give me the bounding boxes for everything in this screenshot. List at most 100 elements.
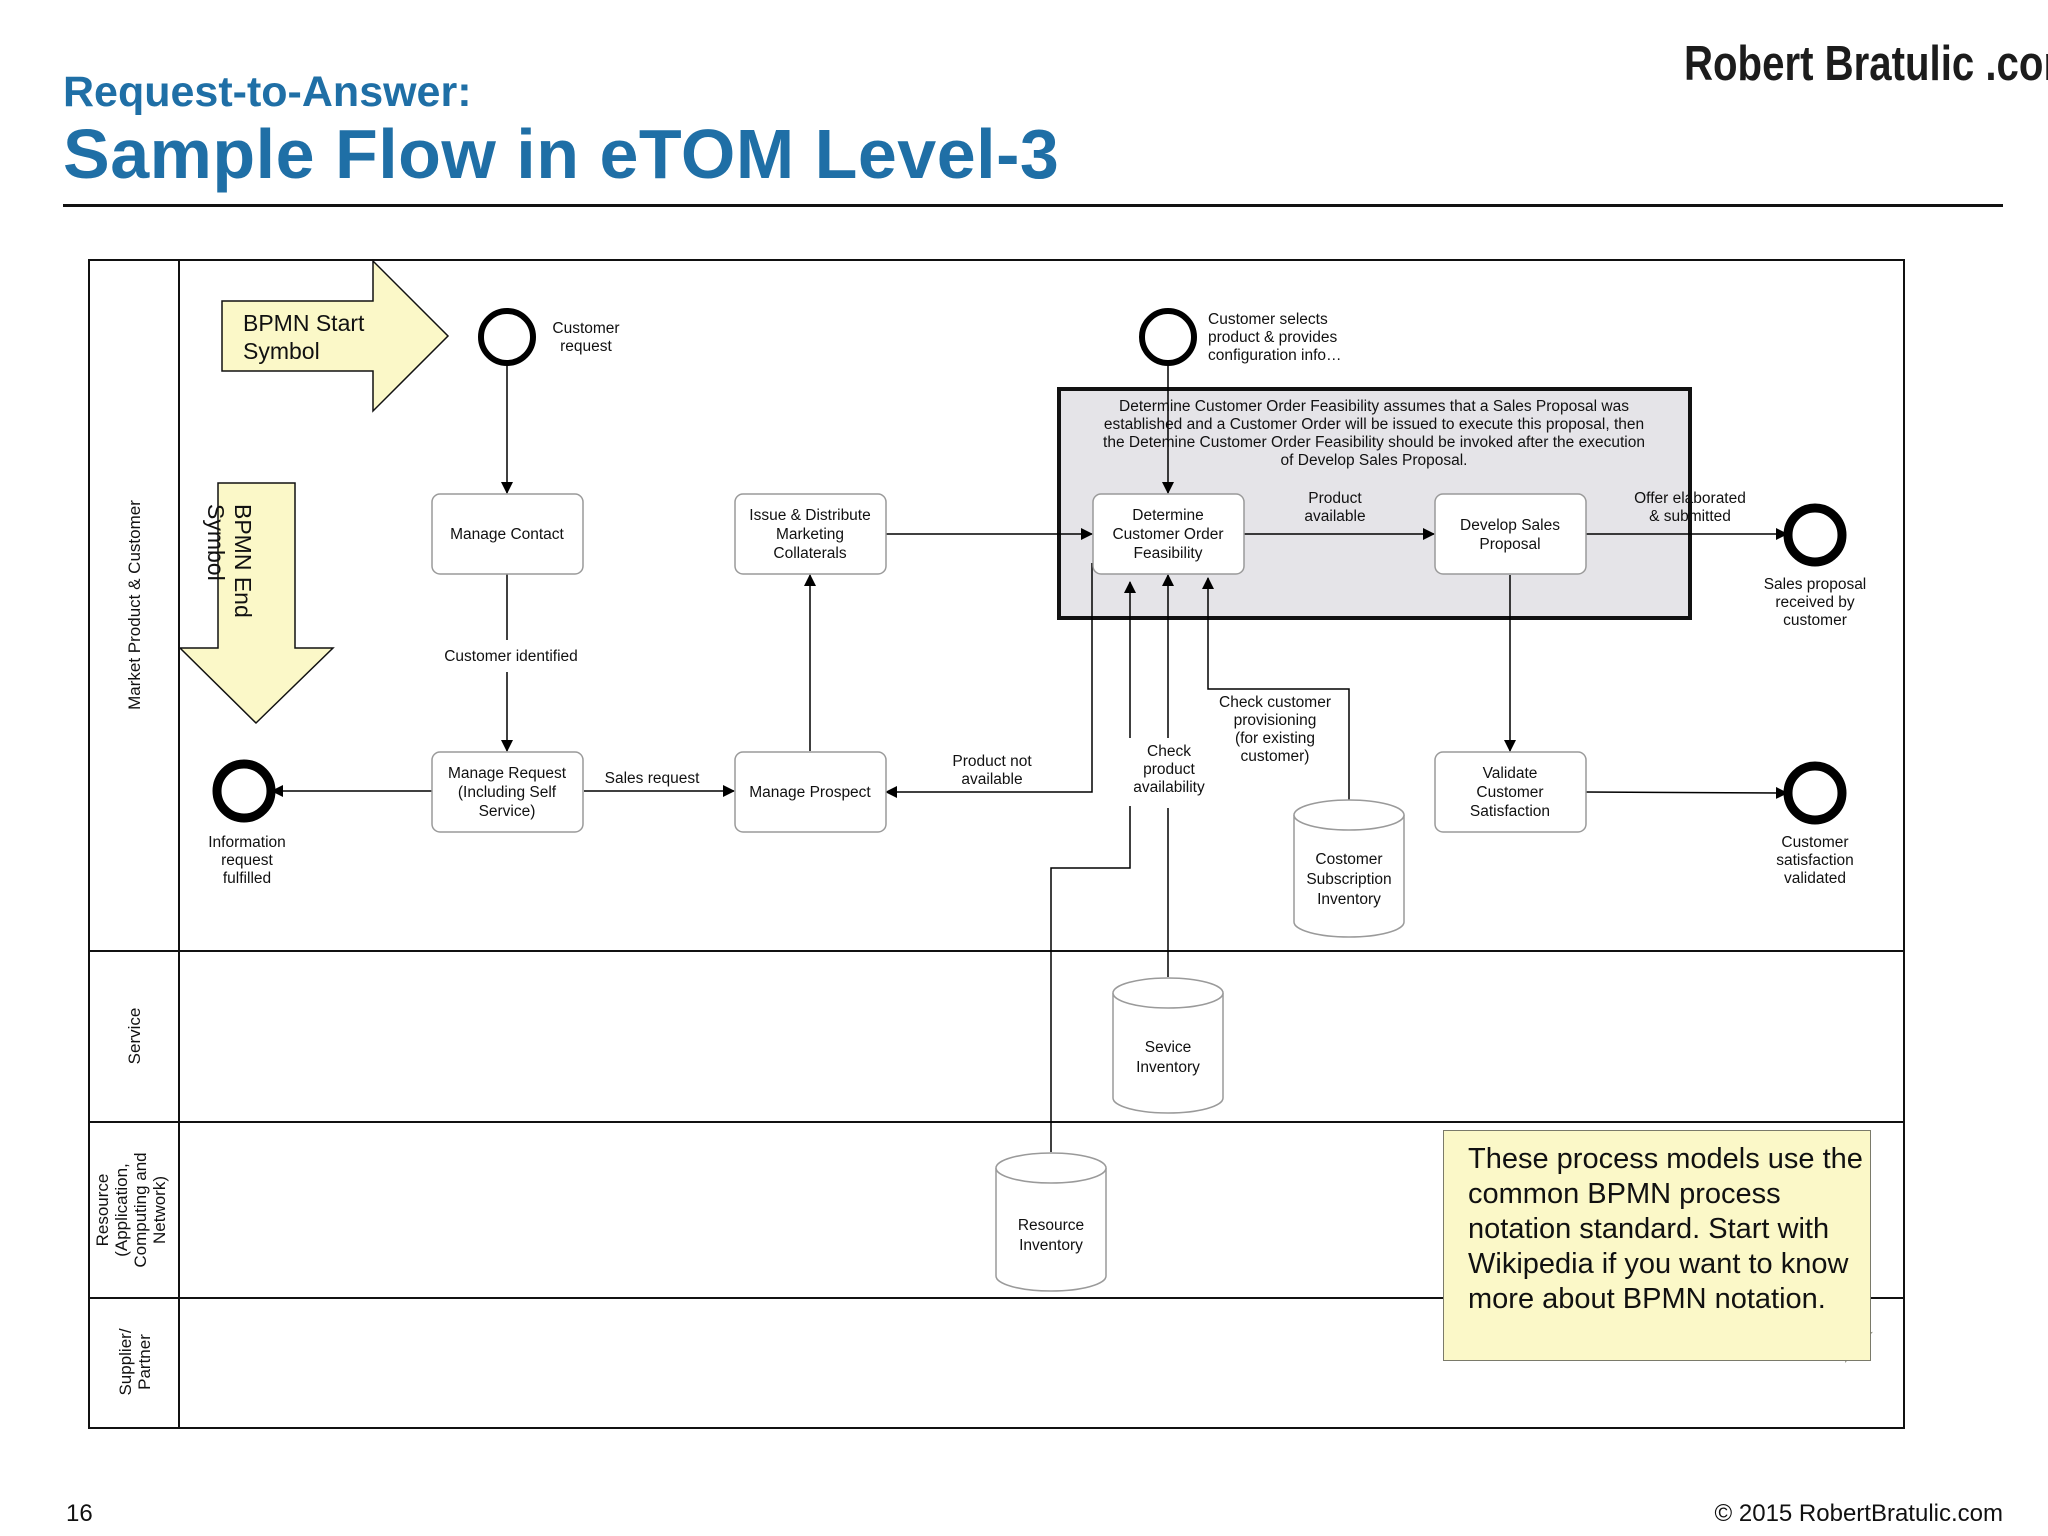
process-determine-feasibility[interactable]: Determine Customer Order Feasibility	[1092, 493, 1245, 575]
label-line: Customer	[1781, 834, 1848, 851]
datastore-label: Inventory	[1136, 1059, 1200, 1076]
process-label: Manage Contact	[450, 526, 564, 543]
process-label: Customer	[1476, 784, 1543, 801]
end-symbol-callout: BPMN End Symbol	[178, 482, 335, 725]
datastore-resource-inventory[interactable]: Resource Inventory	[995, 1152, 1107, 1292]
lane-label-resource: Resource (Application, Computing and Net…	[93, 1152, 169, 1267]
event-label-satisfaction-validated: Customer satisfaction validated	[1776, 834, 1854, 887]
label-line: Information	[208, 834, 286, 851]
process-label: Manage Prospect	[749, 784, 871, 801]
datastore-label: Subscription	[1306, 871, 1391, 888]
event-label-sales-proposal: Sales proposal received by customer	[1764, 576, 1867, 629]
lane-label-line: Partner	[135, 1334, 154, 1390]
process-manage-prospect[interactable]: Manage Prospect	[734, 751, 887, 833]
start-event-customer-selects	[1139, 308, 1197, 366]
end-event-information-fulfilled	[212, 759, 276, 823]
process-label: Service)	[479, 803, 536, 820]
datastore-label: Inventory	[1019, 1237, 1083, 1254]
process-label: Validate	[1483, 765, 1538, 782]
process-develop-sales-proposal[interactable]: Develop Sales Proposal	[1434, 493, 1587, 575]
label-line: customer	[1783, 612, 1847, 629]
lane-label-line: (Application,	[112, 1163, 131, 1257]
flow-label-offer-elaborated: Offer elaborated & submitted	[1634, 490, 1746, 525]
label-line: available	[961, 771, 1022, 788]
event-label-customer-selects: Customer selects product & provides conf…	[1208, 311, 1342, 364]
title-divider	[63, 204, 2003, 207]
datastore-label: Costomer	[1315, 851, 1382, 868]
label-line: request	[560, 338, 612, 355]
process-label: Customer Order	[1112, 526, 1223, 543]
label-line: & submitted	[1649, 508, 1731, 525]
process-validate-satisfaction[interactable]: Validate Customer Satisfaction	[1434, 751, 1587, 833]
process-manage-contact[interactable]: Manage Contact	[431, 493, 584, 575]
event-label-information-fulfilled: Information request fulfilled	[208, 834, 286, 887]
subtitle: Request-to-Answer:	[63, 68, 472, 116]
lane-label-line: Computing and	[131, 1152, 150, 1267]
datastore-customer-subscription[interactable]: Costomer Subscription Inventory	[1293, 799, 1405, 938]
label-line: Product not	[952, 753, 1032, 770]
page-number: 16	[66, 1500, 93, 1527]
callout-text: Symbol	[243, 338, 320, 364]
annotation-line: Determine Customer Order Feasibility ass…	[1119, 398, 1629, 415]
end-event-satisfaction-validated	[1783, 761, 1847, 825]
label-line: request	[221, 852, 273, 869]
process-label: Manage Request	[448, 765, 567, 782]
label-line: satisfaction	[1776, 852, 1854, 869]
datastore-label: Sevice	[1145, 1039, 1192, 1056]
process-label: Collaterals	[773, 545, 846, 562]
lane-label-line: Service	[125, 1008, 144, 1065]
flow-subscription-to-determine	[1202, 577, 1350, 800]
flow-validate-to-end	[1584, 786, 1788, 799]
process-label: Determine	[1132, 507, 1204, 524]
bpmn-note	[1443, 1130, 1871, 1361]
process-manage-request[interactable]: Manage Request (Including Self Service)	[431, 751, 584, 833]
pool	[88, 259, 1905, 1429]
flow-label-check-customer-provisioning: Check customer provisioning (for existin…	[1219, 694, 1331, 765]
label-line: (for existing	[1235, 730, 1315, 747]
brand-logo: Robert Bratulic .com	[1684, 37, 2048, 91]
flow-resource-to-determine	[1050, 581, 1136, 1152]
process-label: Develop Sales	[1460, 517, 1560, 534]
flow-determine-to-prospect	[885, 563, 1093, 798]
flow-label-product-available: Product available	[1304, 490, 1365, 525]
label-line: product	[1143, 761, 1195, 778]
end-event-sales-proposal	[1783, 503, 1847, 567]
callout-text: Symbol	[203, 504, 229, 581]
flow-label-customer-identified: Customer identified	[437, 643, 585, 669]
lane-label-line: Resource	[93, 1174, 112, 1247]
lane-label-line: Network)	[150, 1176, 169, 1244]
annotation-line: of Develop Sales Proposal.	[1281, 452, 1468, 469]
label-line: provisioning	[1234, 712, 1317, 729]
flow-label-sales-request: Sales request	[605, 770, 700, 787]
label-line: configuration info…	[1208, 347, 1342, 364]
start-event-customer-request	[478, 308, 536, 366]
datastore-service-inventory[interactable]: Sevice Inventory	[1112, 977, 1224, 1114]
lane-label-service: Service	[125, 1008, 144, 1065]
event-label-customer-request: Customer request	[552, 320, 619, 355]
label-line: customer)	[1241, 748, 1310, 765]
callout-text: BPMN Start	[243, 310, 365, 336]
bpmn-note-text: These process models use the common BPMN…	[1468, 1143, 1863, 1315]
lane-label-market: Market Product & Customer	[125, 500, 144, 710]
label-line: validated	[1784, 870, 1846, 887]
process-issue-distribute[interactable]: Issue & Distribute Marketing Collaterals	[734, 493, 887, 575]
page-title: Sample Flow in eTOM Level-3	[63, 115, 1060, 193]
label-line: availability	[1133, 779, 1205, 796]
datastore-label: Inventory	[1317, 891, 1381, 908]
label-line: Product	[1308, 490, 1362, 507]
lane-label-line: Market Product & Customer	[125, 500, 144, 710]
copyright: © 2015 RobertBratulic.com	[1714, 1500, 2003, 1527]
lane-label-line: Supplier/	[116, 1328, 135, 1395]
label-line: Sales proposal	[1764, 576, 1867, 593]
label-line: available	[1304, 508, 1365, 525]
flow-label-check-product-availability: Check product availability	[1128, 738, 1210, 806]
label-line: product & provides	[1208, 329, 1337, 346]
process-label: Issue & Distribute	[749, 507, 870, 524]
sequence-flows	[271, 362, 1788, 1152]
label-line: fulfilled	[223, 870, 271, 887]
label-line: Customer	[552, 320, 619, 337]
flow-label-product-not-available: Product not available	[952, 753, 1032, 788]
label-line: Customer identified	[444, 648, 578, 665]
annotation-line: established and a Customer Order will be…	[1104, 416, 1644, 433]
